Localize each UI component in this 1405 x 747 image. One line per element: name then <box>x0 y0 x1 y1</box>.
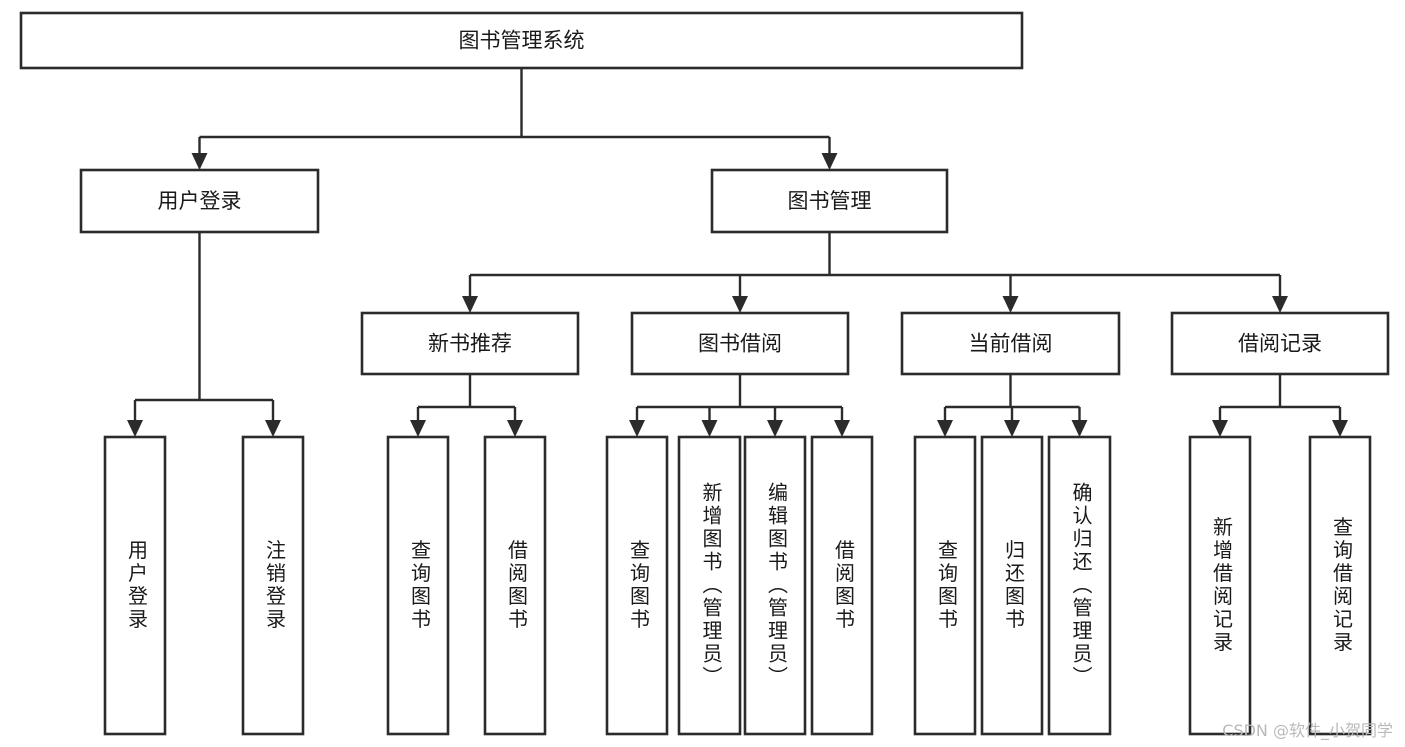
arrow-head-icon <box>1002 296 1019 313</box>
arrow-head-icon <box>937 420 953 437</box>
node-label: 图书管理 <box>788 189 872 213</box>
arrow-head-icon <box>1212 420 1228 437</box>
node-box <box>710 168 949 234</box>
node-layer: 图书管理系统用户登录图书管理新书推荐图书借阅当前借阅借阅记录用户登录注销登录查询… <box>19 11 1390 736</box>
node-box <box>1188 435 1252 736</box>
arrow-head-icon <box>629 420 645 437</box>
arrow-head-icon <box>701 420 718 437</box>
node-box <box>980 435 1044 736</box>
node-label: 用户登录 <box>125 540 149 632</box>
node-label: 归还图书 <box>1002 539 1026 631</box>
watermark-label: CSDN @软件_小贺同学 <box>1222 721 1393 740</box>
node-label: 借阅图书 <box>832 539 856 631</box>
node-box <box>483 435 547 736</box>
node-box <box>19 11 1024 70</box>
node-label: 查询图书 <box>627 539 651 631</box>
node-box <box>677 435 742 736</box>
node-box <box>605 435 669 736</box>
arrow-head-icon <box>732 296 748 313</box>
node-box <box>913 435 977 736</box>
arrow-head-icon <box>1332 420 1348 437</box>
node-label: 查询图书 <box>408 539 432 631</box>
node-root[interactable]: 图书管理系统 <box>19 11 1024 70</box>
node-label: 当前借阅 <box>969 332 1053 356</box>
node-label: 注销登录 <box>263 539 287 631</box>
node-label: 查询借阅记录 <box>1330 516 1354 654</box>
arrow-head-icon <box>821 153 838 170</box>
node-leaf-add-borrow-record[interactable]: 新增借阅记录 <box>1188 435 1252 736</box>
node-box <box>1308 435 1372 736</box>
node-leaf-borrow-book-recommend[interactable]: 借阅图书 <box>483 435 547 736</box>
arrow-head-icon <box>834 420 850 437</box>
node-leaf-confirm-return[interactable]: 确认归还（管理员） <box>1047 435 1112 736</box>
arrow-head-icon <box>1071 420 1088 437</box>
arrow-head-icon <box>507 420 523 437</box>
node-box <box>1047 435 1112 736</box>
arrow-head-icon <box>767 420 783 437</box>
node-leaf-query-book-recommend[interactable]: 查询图书 <box>386 435 450 736</box>
connector-layer <box>127 68 1348 437</box>
node-leaf-edit-book[interactable]: 编辑图书（管理员） <box>743 435 807 736</box>
node-leaf-borrow-book[interactable]: 借阅图书 <box>810 435 874 736</box>
arrow-head-icon <box>462 296 478 313</box>
node-box <box>79 168 320 234</box>
node-box <box>1170 311 1390 376</box>
node-current-borrow[interactable]: 当前借阅 <box>900 311 1121 376</box>
node-label: 借阅图书 <box>505 539 529 631</box>
arrow-head-icon <box>1272 296 1288 313</box>
node-book-manage[interactable]: 图书管理 <box>710 168 949 234</box>
node-label: 查询图书 <box>935 539 959 631</box>
node-label: 新增借阅记录 <box>1210 516 1234 654</box>
node-book-borrow[interactable]: 图书借阅 <box>630 311 850 376</box>
node-label: 图书管理系统 <box>459 29 585 53</box>
arrow-head-icon <box>127 420 143 437</box>
node-box <box>630 311 850 376</box>
arrow-head-icon <box>410 420 426 437</box>
node-box <box>810 435 874 736</box>
node-box <box>241 435 305 736</box>
node-leaf-user-login[interactable]: 用户登录 <box>103 435 167 736</box>
node-leaf-query-borrow-record[interactable]: 查询借阅记录 <box>1308 435 1372 736</box>
node-box <box>386 435 450 736</box>
node-leaf-logout[interactable]: 注销登录 <box>241 435 305 736</box>
arrow-head-icon <box>1004 420 1020 437</box>
node-box <box>360 311 580 376</box>
node-user-login[interactable]: 用户登录 <box>79 168 320 234</box>
node-leaf-return-book[interactable]: 归还图书 <box>980 435 1044 736</box>
node-leaf-query-book-current[interactable]: 查询图书 <box>913 435 977 736</box>
node-label: 新书推荐 <box>428 332 512 356</box>
node-label: 新增图书（管理员） <box>699 482 723 689</box>
node-label: 编辑图书（管理员） <box>765 482 789 689</box>
node-box <box>743 435 807 736</box>
arrow-head-icon <box>265 420 281 437</box>
node-new-book-recommend[interactable]: 新书推荐 <box>360 311 580 376</box>
node-label: 确认归还（管理员） <box>1069 482 1093 689</box>
node-label: 借阅记录 <box>1238 332 1322 356</box>
node-leaf-add-book[interactable]: 新增图书（管理员） <box>677 435 742 736</box>
node-label: 用户登录 <box>158 189 242 213</box>
node-borrow-record[interactable]: 借阅记录 <box>1170 311 1390 376</box>
node-label: 图书借阅 <box>698 332 782 356</box>
node-box <box>103 435 167 736</box>
node-leaf-query-book-borrow[interactable]: 查询图书 <box>605 435 669 736</box>
node-box <box>900 311 1121 376</box>
arrow-head-icon <box>191 153 208 170</box>
